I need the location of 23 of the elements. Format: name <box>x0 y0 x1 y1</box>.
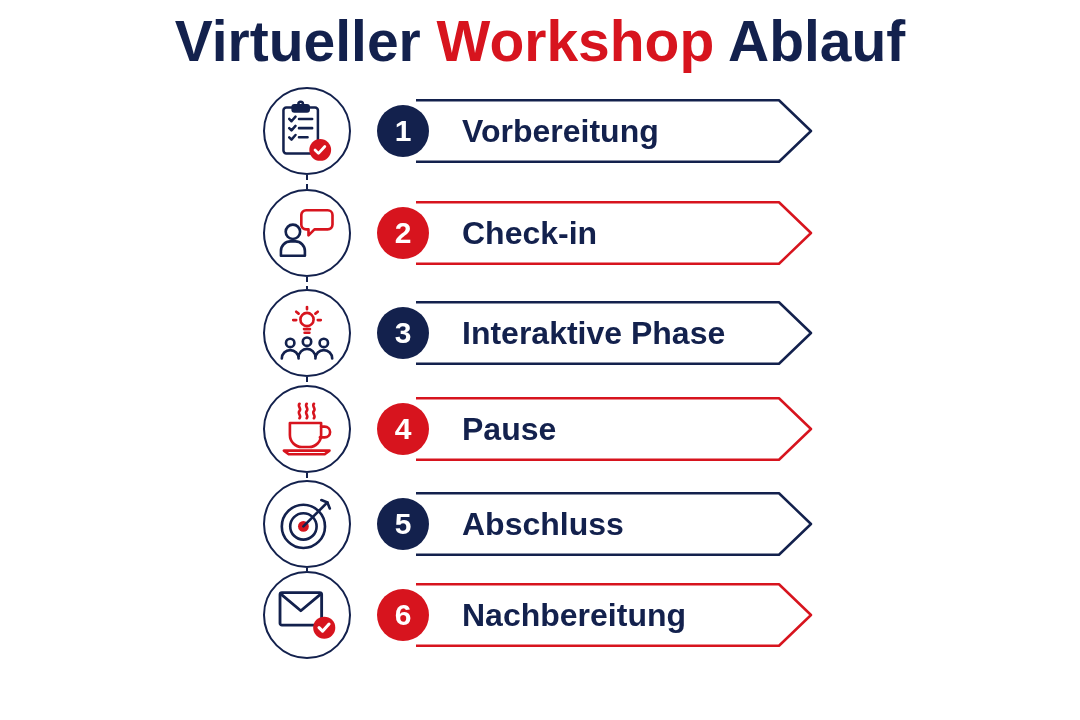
step-title: Vorbereitung <box>462 112 659 150</box>
step-number: 2 <box>377 207 429 259</box>
step-title: Interaktive Phase <box>462 314 726 352</box>
step-title: Check-in <box>462 214 598 252</box>
icon-circle <box>263 87 351 175</box>
icon-circle <box>263 189 351 277</box>
step-number: 1 <box>377 105 429 157</box>
step-number: 3 <box>377 307 429 359</box>
step-number: 6 <box>377 589 429 641</box>
title: Virtueller Workshop Ablauf <box>174 8 906 74</box>
icon-circle <box>263 385 351 473</box>
icon-circle <box>263 480 351 568</box>
step-number: 5 <box>377 498 429 550</box>
icon-circle <box>263 571 351 659</box>
step-title: Abschluss <box>462 505 624 543</box>
connector-line <box>306 567 308 572</box>
step-title: Nachbereitung <box>462 596 687 634</box>
icon-circle <box>263 289 351 377</box>
connector-line <box>306 472 308 481</box>
connector-line <box>306 174 308 190</box>
connector-line <box>306 276 308 290</box>
step-number: 4 <box>377 403 429 455</box>
step-title: Pause <box>462 410 557 448</box>
